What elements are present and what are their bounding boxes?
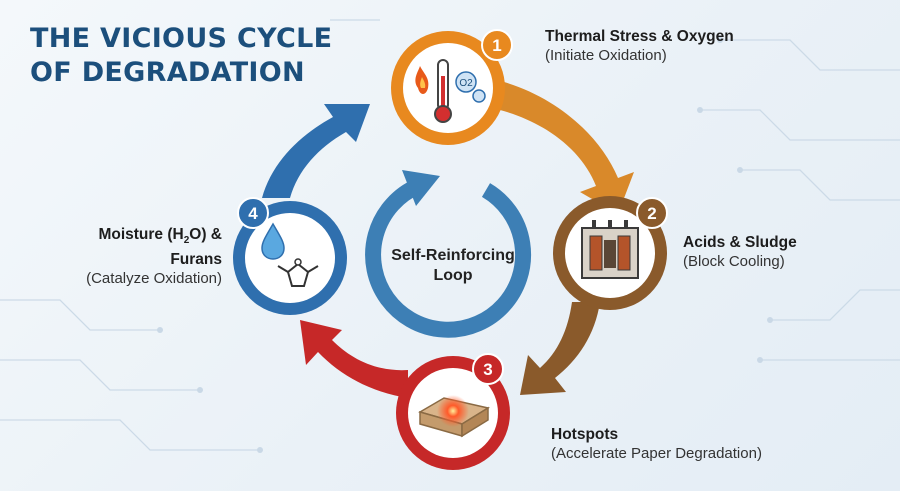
page-title: THE VICIOUS CYCLE OF DEGRADATION bbox=[30, 22, 332, 90]
o2-label: O2 bbox=[459, 78, 473, 89]
title-line-2: OF DEGRADATION bbox=[30, 57, 305, 88]
step-2-badge: 2 bbox=[636, 197, 668, 229]
step-1-heading: Thermal Stress & Oxygen bbox=[545, 28, 734, 45]
arrow-acids-to-hotspots bbox=[520, 302, 600, 395]
step-1-badge: 1 bbox=[481, 29, 513, 61]
step-4-detail: (Catalyze Oxidation) bbox=[86, 270, 222, 288]
arrow-thermal-to-acids bbox=[497, 80, 634, 214]
step-1-node: O2 bbox=[391, 31, 505, 145]
arrow-hotspots-to-moisture bbox=[300, 320, 408, 398]
step-2-detail: (Block Cooling) bbox=[683, 253, 785, 270]
step-3-heading: Hotspots bbox=[551, 426, 619, 443]
step-2-node bbox=[553, 196, 667, 310]
step-3-node bbox=[396, 356, 510, 470]
step-4-heading-line-2: Furans bbox=[170, 251, 222, 269]
step-1-detail: (Initiate Oxidation) bbox=[545, 47, 667, 64]
step-4-badge: 4 bbox=[237, 197, 269, 229]
center-label-line-2: Loop bbox=[433, 267, 473, 284]
arrow-moisture-to-thermal bbox=[262, 104, 370, 198]
center-label-line-1: Self-Reinforcing bbox=[391, 247, 515, 264]
step-3-detail: (Accelerate Paper Degradation) bbox=[551, 445, 762, 462]
step-4-node bbox=[233, 201, 347, 315]
transformer-core-icon bbox=[581, 220, 639, 279]
step-1-number: 1 bbox=[492, 36, 501, 55]
step-3-badge: 3 bbox=[472, 353, 504, 385]
center-loop-arrow bbox=[365, 178, 532, 338]
step-4-label: Moisture (H2O) & Furans (Catalyze Oxidat… bbox=[70, 225, 222, 288]
hotspot-icon bbox=[418, 395, 490, 438]
title-line-1: THE VICIOUS CYCLE bbox=[30, 23, 333, 54]
step-4-heading: Moisture (H2O) & Furans bbox=[70, 225, 222, 269]
step-3-number: 3 bbox=[483, 360, 492, 379]
thermometer-flame-oxygen-icon: O2 bbox=[415, 59, 486, 123]
step-4-heading-line-1: Moisture (H2O) & bbox=[98, 226, 222, 247]
step-2-number: 2 bbox=[647, 204, 656, 223]
center-loop-arrowhead bbox=[402, 170, 440, 206]
step-3-label: Hotspots (Accelerate Paper Degradation) bbox=[551, 425, 762, 463]
step-2-label: Acids & Sludge (Block Cooling) bbox=[683, 233, 797, 271]
center-label: Self-Reinforcing Loop bbox=[378, 246, 528, 286]
step-1-label: Thermal Stress & Oxygen (Initiate Oxidat… bbox=[545, 27, 734, 65]
step-2-heading: Acids & Sludge bbox=[683, 234, 797, 251]
step-4-number: 4 bbox=[248, 204, 258, 223]
water-drop-furan-icon bbox=[261, 222, 319, 287]
